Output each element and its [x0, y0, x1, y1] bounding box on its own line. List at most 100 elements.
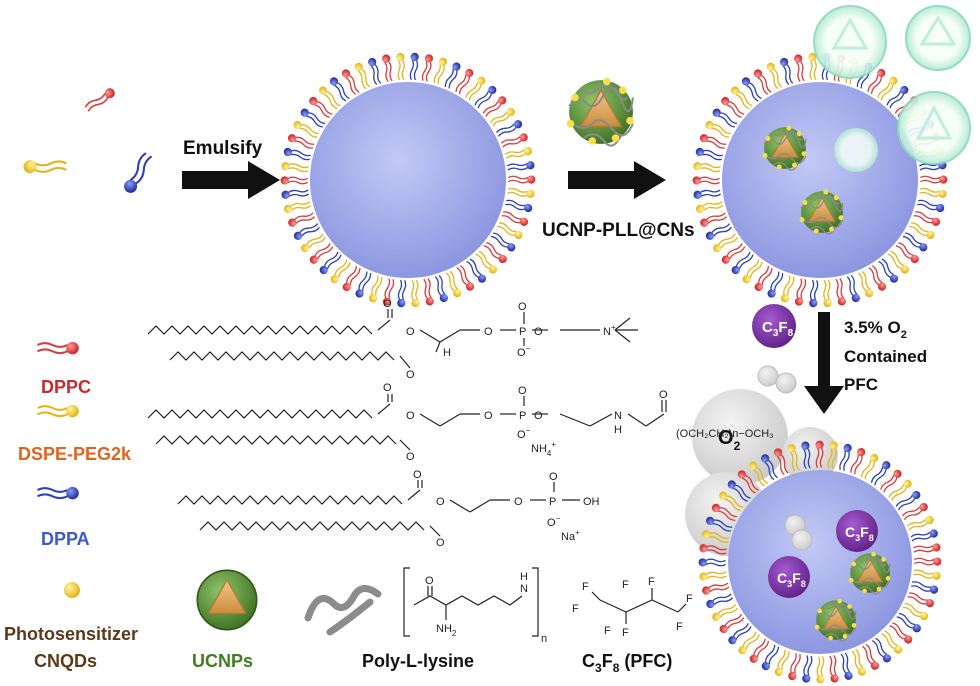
svg-text:O: O [436, 496, 445, 508]
dppa-lipid [759, 643, 781, 673]
legend-dppc-label: DPPC [41, 377, 91, 397]
dppc-lipid [286, 210, 316, 229]
dppc-lipid [698, 210, 728, 229]
dppa-lipid [692, 187, 722, 200]
dppc-lipid [507, 174, 537, 185]
svg-text:O: O [406, 326, 415, 338]
dppc-lipid [279, 175, 309, 186]
dspe-peg-lipid [912, 568, 942, 581]
dppc-lipid [691, 175, 721, 186]
dppa-lipid [916, 198, 946, 214]
svg-text:F: F [648, 576, 655, 588]
svg-text:P: P [519, 410, 526, 422]
dspe-peg-lipid [710, 231, 740, 255]
dppa-lipid [432, 274, 450, 304]
dspe-peg-lipid [298, 231, 328, 255]
emulsion-core [310, 82, 506, 278]
svg-text:O: O [406, 410, 415, 422]
dppc-lipid [827, 654, 840, 684]
dppa-lipid [910, 579, 940, 596]
dppc-lipid [793, 277, 808, 307]
svg-text:C3F8: C3F8 [777, 570, 806, 589]
dppc-lipid [912, 542, 942, 555]
dspe-peg-lipid [815, 655, 826, 685]
dspe-peg-lipid [431, 55, 449, 86]
dspe-peg-lipid [905, 514, 936, 533]
dspe-peg-lipid [821, 279, 833, 309]
free-lipid-dppa [120, 150, 156, 197]
svg-text:F: F [582, 581, 589, 593]
dppa-lipid [808, 279, 820, 309]
svg-text:O: O [518, 301, 527, 313]
svg-text:(OCH₂CH₂)n−OCH₃: (OCH₂CH₂)n−OCH₃ [676, 428, 774, 440]
svg-text:H: H [614, 424, 622, 436]
ucnp-pll-cn-label: UCNP-PLL@CNs [542, 220, 695, 241]
gas-molecule [784, 514, 813, 551]
svg-text:H: H [520, 571, 528, 583]
dppc-lipid [919, 174, 949, 185]
c3f8-pfc-label: C3F8 (PFC) [582, 651, 672, 675]
dspe-peg-lipid [694, 198, 724, 215]
dspe-peg-lipid [443, 269, 464, 300]
emulsify-arrow [182, 161, 280, 199]
ucnps-label: UCNPs [192, 651, 253, 671]
dppa-lipid [366, 56, 384, 86]
emulsify-label: Emulsify [183, 138, 263, 159]
dppa-lipid [704, 591, 735, 610]
dppc-lipid [700, 580, 731, 597]
dspe-peg-lipid [280, 160, 310, 174]
svg-text:O: O [534, 410, 543, 422]
legend-dppa-symbol [36, 485, 80, 501]
dppa-lipid [844, 274, 862, 304]
c3f8-badge: C3F8 [752, 304, 796, 348]
gas-molecule [757, 365, 797, 394]
sodium-counterion: Na+ [561, 528, 580, 543]
svg-text:O: O [534, 326, 543, 338]
oxygen-loading-arrow [804, 312, 844, 414]
svg-text:N: N [520, 583, 528, 595]
choline-nitrogen: N+ [603, 323, 616, 338]
dppc-lipid [792, 53, 807, 83]
svg-text:O: O [484, 326, 493, 338]
svg-text:C3F8: C3F8 [762, 319, 794, 339]
dppc-lipid [500, 131, 530, 150]
svg-text:F: F [572, 603, 579, 615]
dspe-peg-lipid [698, 569, 728, 582]
phosphate-oxygen-anion: O− [517, 426, 531, 441]
legend-dspe-symbol [36, 403, 80, 419]
pll-structure [403, 567, 539, 637]
ucnp-legend-particle [196, 569, 258, 631]
loading-arrow [568, 161, 666, 199]
svg-text:O: O [406, 369, 415, 381]
svg-text:F: F [676, 621, 683, 633]
dspe-peg-lipid [409, 279, 421, 309]
svg-text:O: O [659, 389, 668, 401]
svg-text:n: n [541, 633, 547, 645]
oxygen-contained-label: Contained [844, 347, 927, 366]
o2-label: O2 [718, 427, 741, 453]
pll-chain-icon [304, 585, 382, 636]
svg-text:O: O [436, 537, 445, 549]
svg-text:O: O [514, 496, 523, 508]
svg-text:F: F [604, 625, 611, 637]
legend-dppc-symbol [36, 340, 80, 356]
dppa-lipid [282, 146, 312, 162]
free-lipid-dppc [83, 85, 118, 115]
dspe-peg-lipid [367, 274, 385, 305]
dspe-peg-lipid [764, 60, 785, 91]
pll-label: Poly-L-lysine [362, 651, 474, 671]
dspe-peg-lipid [918, 186, 948, 200]
dppa-lipid [408, 51, 420, 81]
phosphate-oxygen-anion: O− [547, 514, 561, 529]
liposome-loaded [691, 5, 971, 309]
liposome-empty [279, 51, 537, 309]
dspe-peg-lipid [779, 274, 797, 305]
dppa-lipid [778, 56, 796, 86]
dspe-peg-lipid [855, 269, 876, 300]
legend-dspe-label: DSPE-PEG2k [18, 444, 132, 464]
pfc-label: PFC [844, 375, 878, 394]
dspe-peg-lipid [504, 145, 534, 162]
dppa-lipid [506, 160, 536, 173]
small-bubble [834, 128, 878, 172]
dspe-peg-lipid [352, 60, 373, 91]
